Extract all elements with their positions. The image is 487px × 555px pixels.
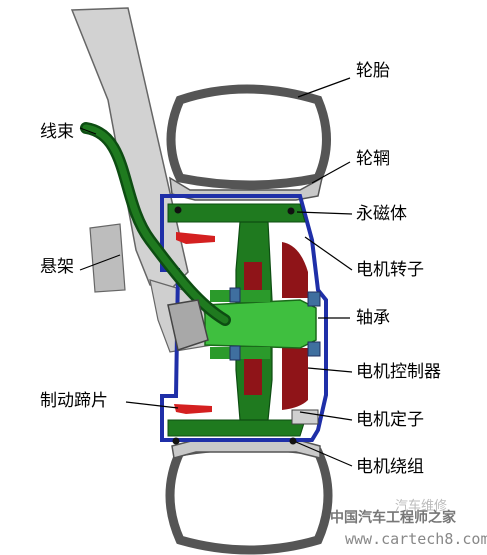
label-suspension: 悬架 [40, 257, 74, 277]
leader-lines [79, 77, 353, 467]
brake-shoes [174, 232, 215, 414]
label-wire-harness: 线束 [40, 122, 74, 142]
label-rim: 轮辋 [356, 149, 390, 169]
tire-bottom [165, 439, 333, 555]
watermark-site-name: 中国汽车工程师之家 [330, 509, 457, 526]
label-bearing: 轴承 [356, 308, 390, 328]
tire-top [166, 84, 331, 201]
watermark-url: www.cartech8.com [345, 530, 487, 548]
label-motor-winding: 电机绕组 [356, 457, 424, 477]
bearings [229, 287, 321, 361]
label-motor-rotor: 电机转子 [356, 260, 424, 280]
label-motor-stator: 电机定子 [356, 410, 424, 430]
winding-ends [172, 206, 297, 445]
label-brake-shoe: 制动蹄片 [40, 391, 108, 411]
stator-band [167, 203, 306, 437]
watermark-faint-text: 汽车维修 [395, 498, 447, 514]
label-tire: 轮胎 [356, 61, 390, 81]
magnets [244, 242, 308, 410]
label-permanent-magnet: 永磁体 [356, 204, 407, 224]
motor-housing-outline [160, 194, 328, 442]
label-motor-controller: 电机控制器 [356, 362, 441, 382]
